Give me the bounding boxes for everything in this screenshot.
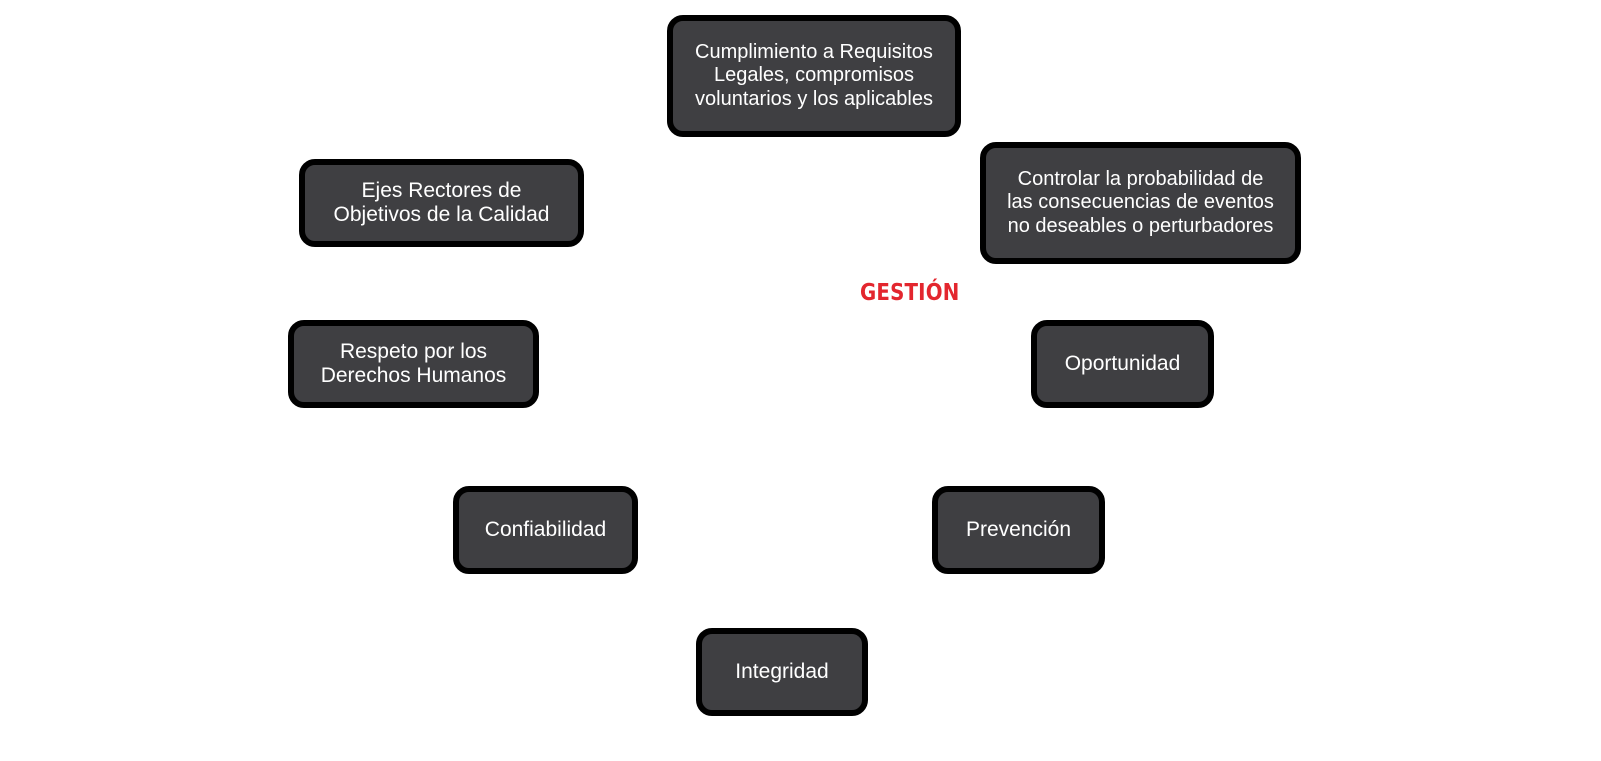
node-ejes-rectores: Ejes Rectores de Objetivos de la Calidad <box>299 159 584 247</box>
node-confiabilidad: Confiabilidad <box>453 486 638 574</box>
node-oportunidad: Oportunidad <box>1031 320 1214 408</box>
node-respeto-derechos-humanos: Respeto por los Derechos Humanos <box>288 320 539 408</box>
node-cumplimiento-requisitos-legales: Cumplimiento a Requisitos Legales, compr… <box>667 15 961 137</box>
center-label-gestion: GESTIÓN <box>860 280 960 306</box>
node-controlar-probabilidad: Controlar la probabilidad de las consecu… <box>980 142 1301 264</box>
node-prevencion: Prevención <box>932 486 1105 574</box>
node-integridad: Integridad <box>696 628 868 716</box>
